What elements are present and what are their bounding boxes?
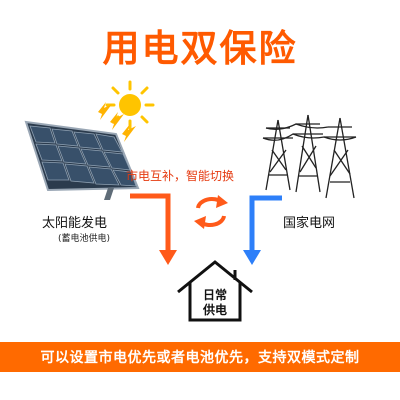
power-tower-icon bbox=[262, 114, 357, 199]
grid-label: 国家电网 bbox=[283, 216, 336, 231]
cycle-arrows-icon bbox=[194, 195, 228, 229]
solar-label: 太阳能发电 bbox=[42, 216, 108, 231]
mutual-switch-text: 市电互补，智能切换 bbox=[126, 169, 235, 183]
solar-panel-icon bbox=[24, 102, 140, 200]
house-label-line1: 日常 bbox=[202, 288, 227, 302]
house-icon bbox=[177, 260, 253, 322]
solar-sub-label: (蓄电池供电) bbox=[58, 234, 111, 244]
info-banner-text: 可以设置市电优先或者电池优先，支持双模式定制 bbox=[40, 350, 360, 366]
info-banner bbox=[0, 342, 400, 372]
grid-flow-arrow bbox=[243, 195, 282, 265]
solar-flow-arrow bbox=[130, 193, 177, 265]
page-title: 用电双保险 bbox=[102, 27, 298, 70]
house-label-line2: 供电 bbox=[202, 303, 227, 317]
